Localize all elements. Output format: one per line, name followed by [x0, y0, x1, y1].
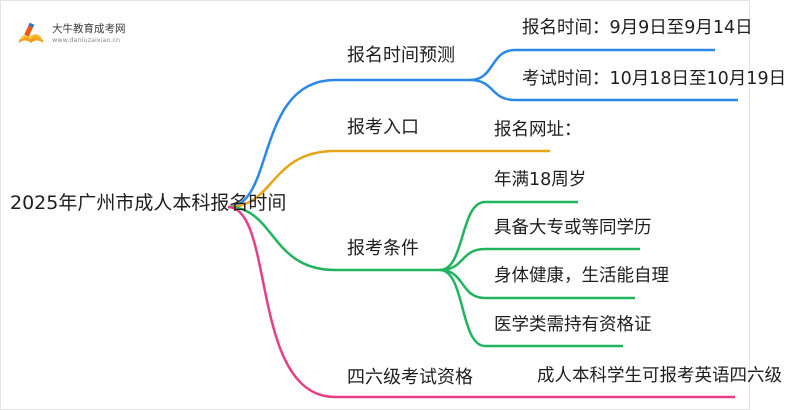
logo-url: www.daniuzaixiao.cn — [52, 36, 121, 44]
leaf-node-education[interactable]: 具备大专或等同学历 — [494, 218, 652, 238]
book-pencil-logo-icon — [19, 22, 43, 43]
link-root-branch-4 — [227, 205, 735, 399]
site-logo[interactable]: 大牛教育成考网 www.daniuzaixiao.cn — [16, 19, 166, 49]
leaf-node-exam-time[interactable]: 考试时间：10月18日至10月19日 — [522, 69, 786, 89]
mindmap-links — [227, 48, 738, 399]
branch-node-entry[interactable]: 报考入口 — [347, 117, 419, 138]
link-branch-1-child-1 — [469, 48, 715, 82]
leaf-node-health[interactable]: 身体健康，生活能自理 — [494, 266, 669, 286]
leaf-node-signup-url[interactable]: 报名网址： — [494, 120, 582, 140]
logo-name: 大牛教育成考网 — [52, 23, 126, 35]
link-branch-3-child-1 — [439, 200, 578, 272]
leaf-node-signup-time[interactable]: 报名时间：9月9日至9月14日 — [522, 18, 753, 38]
branch-node-conditions[interactable]: 报考条件 — [347, 238, 419, 259]
link-root-branch-2 — [227, 149, 480, 209]
link-root-branch-3 — [227, 205, 440, 272]
leaf-node-cet-students[interactable]: 成人本科学生可报考英语四六级 — [537, 366, 782, 386]
root-node[interactable]: 2025年广州市成人本科报名时间 — [10, 192, 287, 214]
branch-node-signup-forecast[interactable]: 报名时间预测 — [347, 45, 455, 66]
link-root-branch-1 — [227, 78, 470, 209]
leaf-node-medical-cert[interactable]: 医学类需持有资格证 — [494, 315, 652, 335]
link-branch-1-child-2 — [469, 78, 738, 102]
branch-node-cet-eligibility[interactable]: 四六级考试资格 — [347, 367, 473, 388]
link-branch-3-child-4 — [439, 268, 623, 348]
link-branch-3-child-3 — [439, 268, 635, 300]
link-branch-3-child-2 — [439, 247, 640, 272]
leaf-node-age[interactable]: 年满18周岁 — [494, 170, 587, 190]
